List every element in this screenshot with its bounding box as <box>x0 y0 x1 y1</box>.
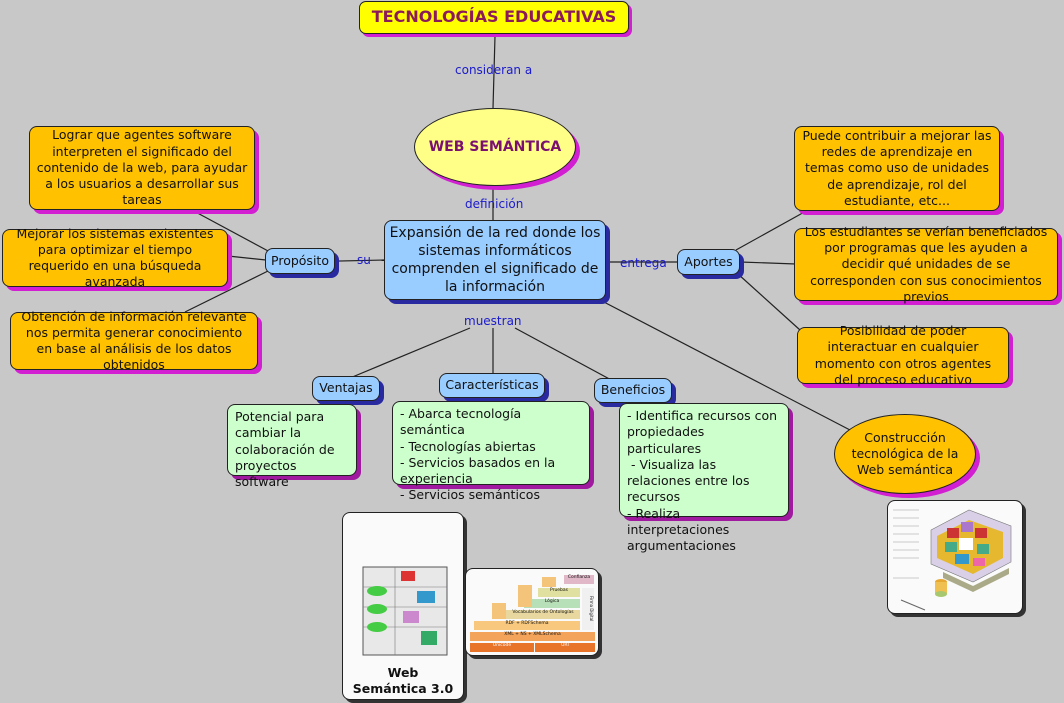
aportes-item-2-text: Los estudiantes se verían beneficiados p… <box>804 223 1048 304</box>
proposito-item-3-text: Obtención de información relevante nos p… <box>21 308 247 373</box>
caracteristicas-item: - Abarca tecnología semántica <box>400 406 522 438</box>
ventajas-label: Ventajas <box>319 380 373 396</box>
aportes-item-1-text: Puede contribuir a mejorar las redes de … <box>802 127 992 208</box>
title-text: TECNOLOGÍAS EDUCATIVAS <box>371 7 617 27</box>
ventajas-node: Ventajas <box>312 376 380 401</box>
stack-block <box>542 577 556 587</box>
web-semantica-image-card: Web Semántica 3.0 <box>342 512 464 700</box>
stack-layer: Lógica <box>524 599 580 608</box>
beneficios-item: - Realiza interpretaciones argumentacion… <box>627 505 736 554</box>
stack-layer: XML + NS + XMLSchema <box>470 632 595 641</box>
construccion-text: Construcción tecnológica de la Web semán… <box>851 429 959 478</box>
aportes-item-1: Puede contribuir a mejorar las redes de … <box>794 126 1000 211</box>
stack-layer: Confianza <box>564 575 594 584</box>
aportes-item-2: Los estudiantes se verían beneficiados p… <box>794 224 1058 304</box>
caracteristicas-label: Características <box>445 377 539 393</box>
aportes-node: Aportes <box>677 249 740 275</box>
proposito-item-2-text: Mejorar los sistemas existentes para opt… <box>16 225 214 290</box>
aportes-item-3-text: Posibilidad de poder interactuar en cual… <box>814 323 992 387</box>
construccion-node: Construcción tecnológica de la Web semán… <box>834 414 976 494</box>
caracteristicas-item: - Servicios basados en la experiencia <box>400 454 556 486</box>
aportes-label: Aportes <box>684 253 733 269</box>
proposito-item-1: Lograr que agentes software interpreten … <box>29 126 255 210</box>
central-topic-text: WEB SEMÁNTICA <box>428 138 562 155</box>
proposito-item-3: Obtención de información relevante nos p… <box>10 309 258 372</box>
semantic-web-stack-card: Unicode URI XML + NS + XMLSchema RDF + R… <box>465 568 599 656</box>
building-illustration <box>362 566 448 656</box>
caracteristicas-item: - Servicios semánticos <box>400 487 540 503</box>
stack-layer: Vocabularios de Ontologías <box>506 610 580 619</box>
aportes-item-3: Posibilidad de poder interactuar en cual… <box>797 323 1009 387</box>
definition-text: Expansión de la red donde los sistemas i… <box>389 224 601 296</box>
image-caption: Web Semántica 3.0 <box>352 665 454 697</box>
stack-layer: Firma Digital <box>582 588 594 630</box>
proposito-item-1-text: Lograr que agentes software interpreten … <box>36 127 248 208</box>
link-label-consideran: consideran a <box>455 63 533 77</box>
beneficios-item: - Visualiza las relaciones entre los rec… <box>627 456 754 505</box>
beneficios-label: Beneficios <box>600 382 666 398</box>
beneficios-node: Beneficios <box>594 378 672 403</box>
architecture-3d-card <box>887 500 1023 614</box>
stack-block <box>492 603 506 619</box>
link-label-muestran: muestran <box>464 314 522 328</box>
stack-layer: URI <box>535 643 595 652</box>
architecture-3d-illustration <box>893 509 1012 611</box>
proposito-label: Propósito <box>271 252 329 268</box>
ventajas-text: Potencial para cambiar la colaboración d… <box>235 409 335 489</box>
stack-layer: Unicode <box>470 643 534 652</box>
link-label-definicion: definición <box>465 197 524 211</box>
stack-layer: RDF + RDFSchema <box>474 621 580 630</box>
ventajas-text-box: Potencial para cambiar la colaboración d… <box>227 404 357 489</box>
link-label-entrega: entrega <box>620 256 667 270</box>
caracteristicas-list: - Abarca tecnología semántica - Tecnolog… <box>392 401 590 502</box>
stack-block <box>518 585 532 607</box>
link-label-su: su <box>357 253 371 267</box>
central-topic: WEB SEMÁNTICA <box>414 108 576 186</box>
definition-node: Expansión de la red donde los sistemas i… <box>384 220 606 300</box>
stack-layer: Pruebas <box>538 588 580 597</box>
proposito-item-2: Mejorar los sistemas existentes para opt… <box>2 226 228 289</box>
beneficios-list: - Identifica recursos con propiedades pa… <box>619 403 789 553</box>
beneficios-item: - Identifica recursos con propiedades pa… <box>627 408 778 456</box>
caracteristicas-item: - Tecnologías abiertas <box>400 438 536 454</box>
proposito-node: Propósito <box>265 248 335 274</box>
title-box: TECNOLOGÍAS EDUCATIVAS <box>359 1 629 34</box>
caracteristicas-node: Características <box>439 373 545 398</box>
